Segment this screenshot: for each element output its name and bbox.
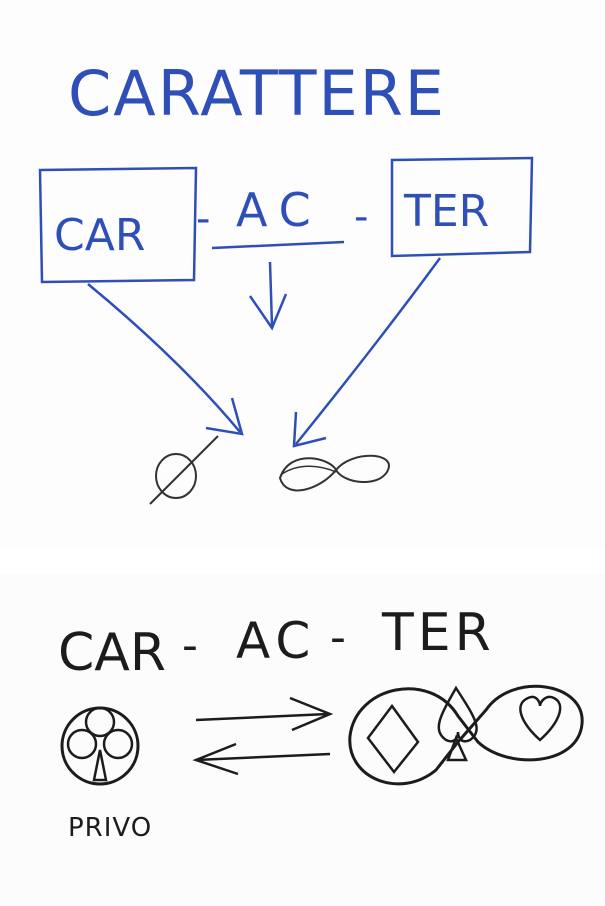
syllable-car: CAR [54, 210, 145, 261]
bottom-syllable-ter: TER [381, 603, 495, 663]
syllable-ter: TER [403, 186, 489, 237]
hyphen-2: - [354, 194, 368, 240]
empty-set-icon [149, 435, 219, 505]
panel-divider [0, 548, 605, 574]
bottom-syllable-ac: AC [236, 612, 316, 670]
car-box [38, 166, 198, 284]
car-arrow-head-icon [205, 397, 244, 436]
infinity-icon [278, 454, 390, 492]
right-arrow-icon [195, 696, 334, 732]
top-diagram: CARATTERE CAR - AC - TER [38, 57, 534, 505]
bottom-syllable-car: CAR [58, 623, 166, 683]
title-text: CARATTERE [68, 57, 446, 130]
down-arrow-icon [248, 293, 288, 331]
left-arrow-icon [192, 742, 331, 776]
ter-arrow-head-icon [292, 411, 327, 448]
infinity-with-suits-icon [348, 684, 584, 786]
hyphen-1: - [196, 196, 210, 242]
ter-arrow-line [295, 257, 442, 445]
spade-icon [437, 685, 478, 762]
ter-box [390, 156, 534, 258]
bottom-hyphen-2: - [330, 612, 346, 663]
syllable-ac: AC [236, 183, 323, 237]
bottom-diagram: CAR - AC - TER [58, 603, 584, 843]
bottom-hyphen-1: - [182, 620, 198, 671]
diamond-icon [366, 703, 420, 775]
top-panel: CARATTERE CAR - AC - TER [38, 57, 534, 505]
bottom-panel: CAR - AC - TER [0, 574, 605, 906]
car-arrow-line [87, 283, 241, 433]
club-in-circle-icon [60, 706, 140, 786]
caption-privo: PRIVO [68, 813, 152, 843]
ac-underline [211, 240, 345, 250]
down-arrow-shaft [268, 261, 274, 327]
heart-icon [519, 695, 562, 742]
